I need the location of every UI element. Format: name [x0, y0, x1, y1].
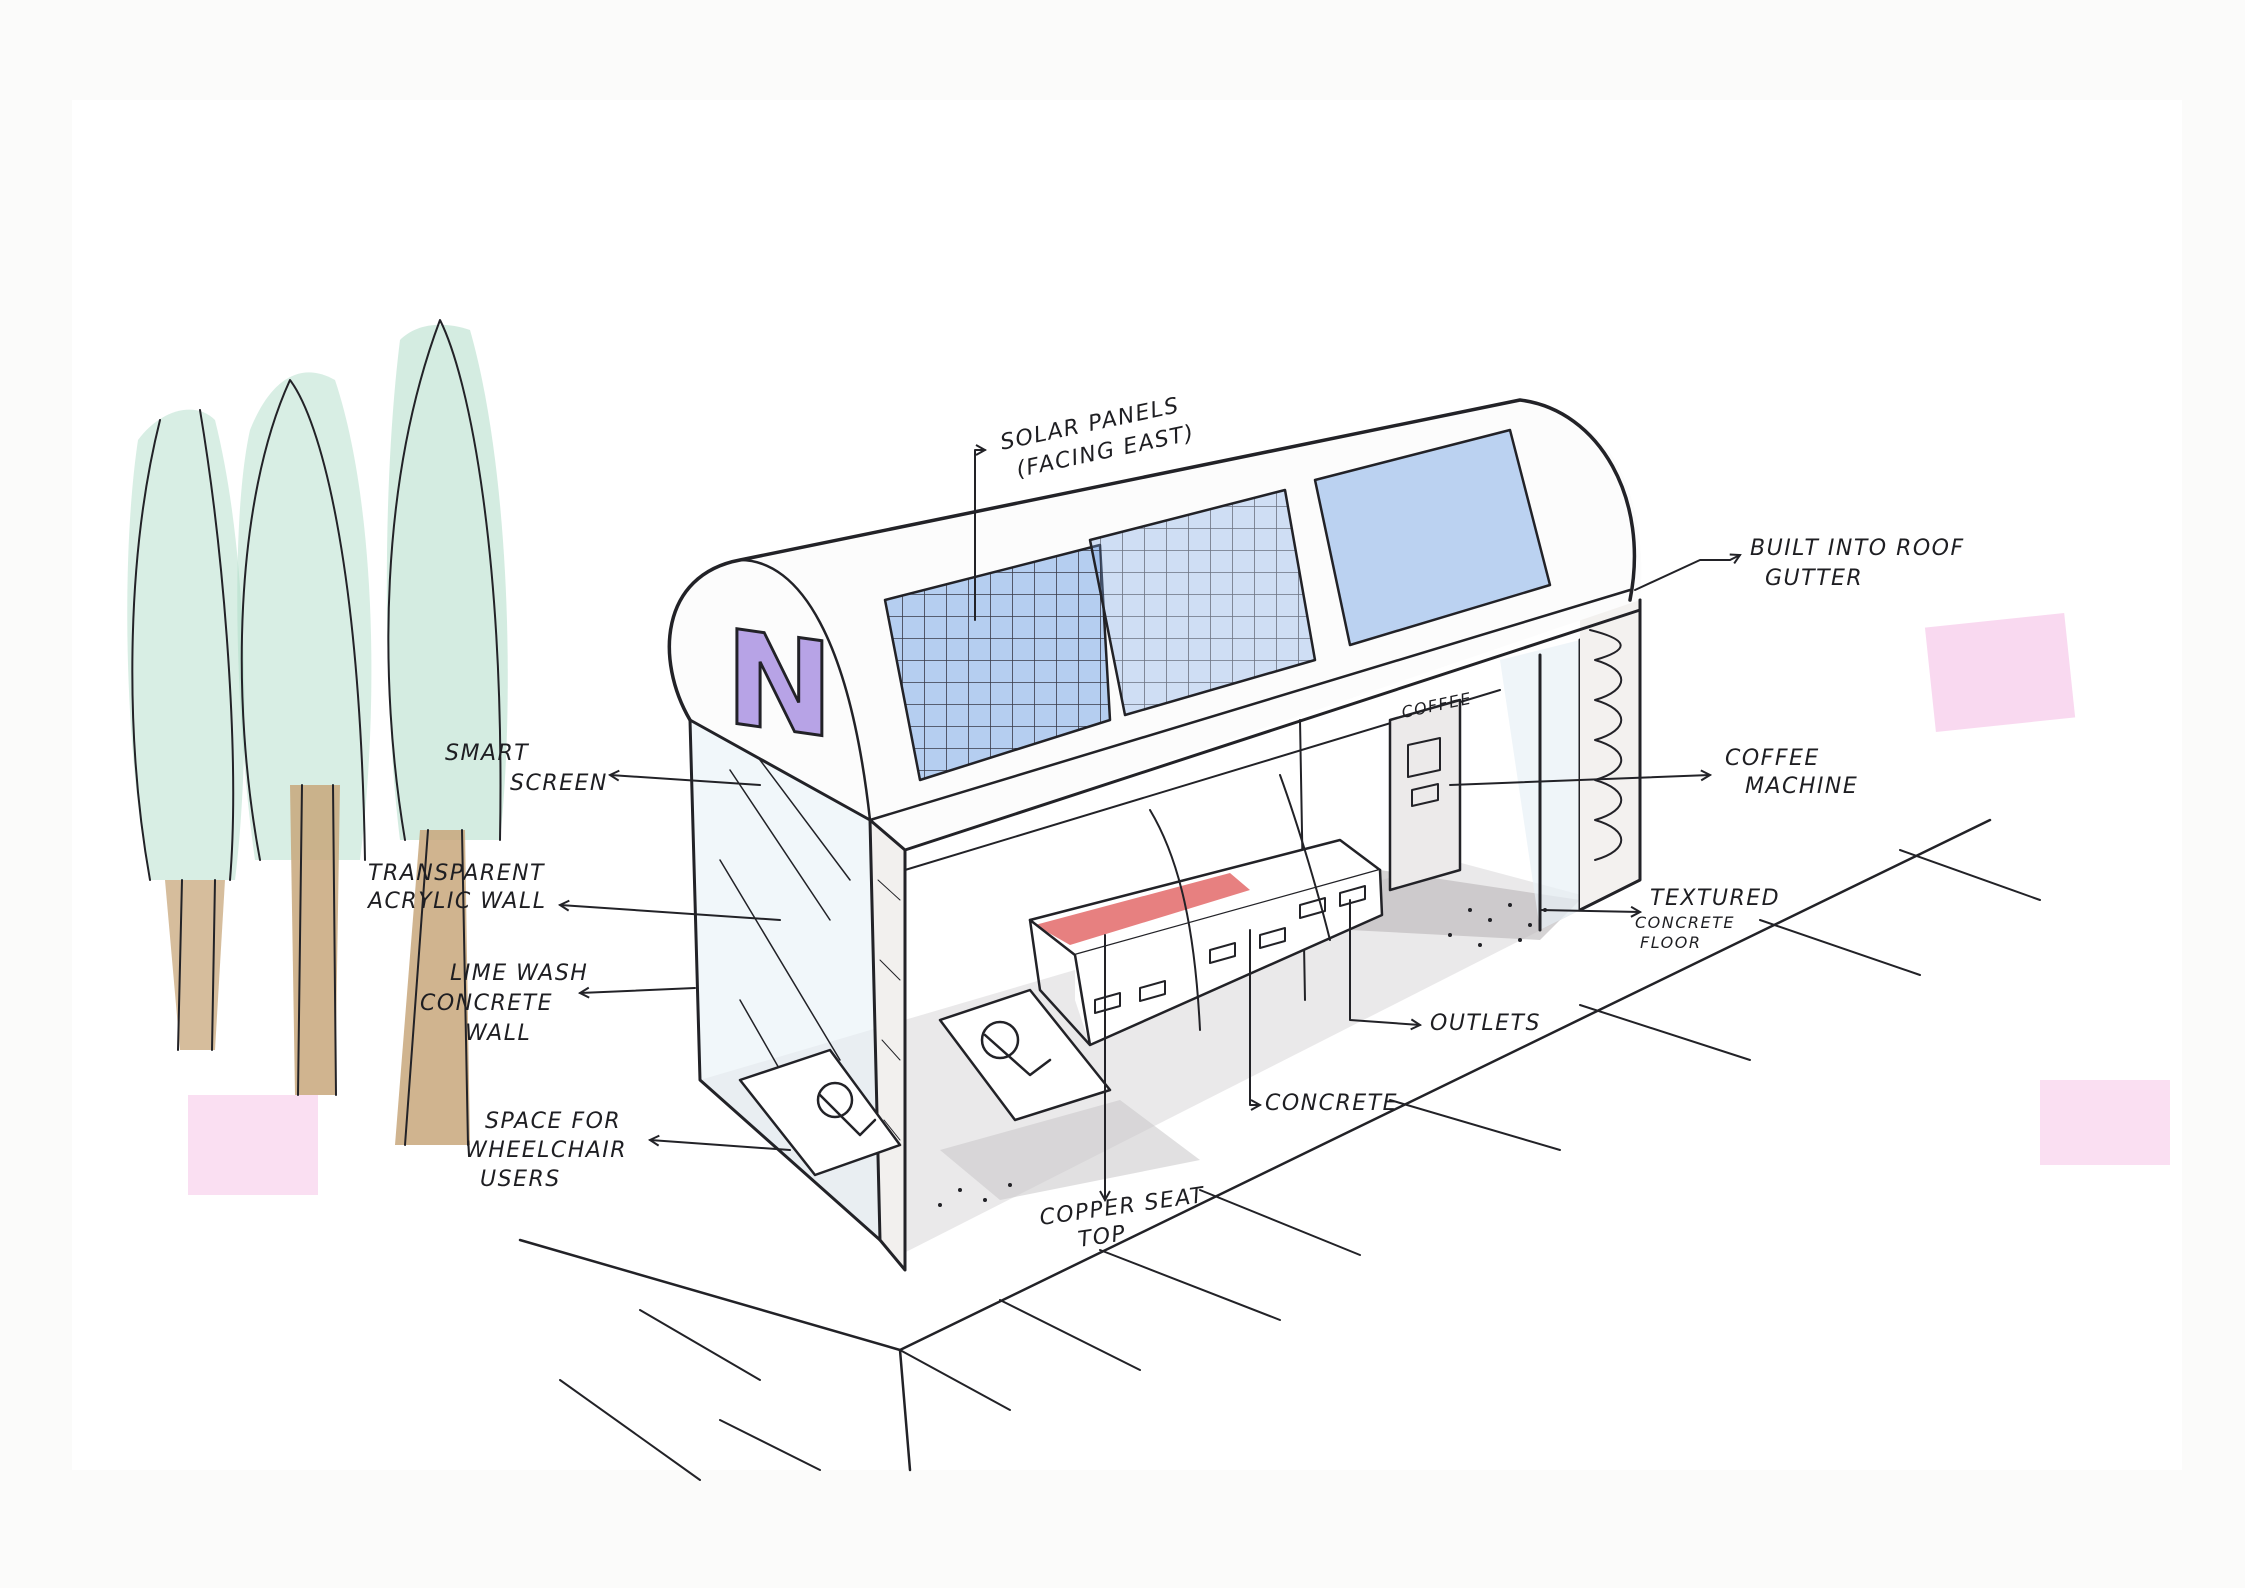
svg-text:SCREEN: SCREEN [510, 771, 608, 796]
svg-text:ACRYLIC WALL: ACRYLIC WALL [366, 889, 546, 914]
svg-text:BUILT INTO ROOF: BUILT INTO ROOF [1750, 536, 1965, 561]
svg-text:LIME WASH: LIME WASH [450, 961, 588, 986]
svg-text:TEXTURED: TEXTURED [1650, 886, 1780, 911]
svg-text:CONCRETE: CONCRETE [420, 991, 553, 1016]
svg-text:FLOOR: FLOOR [1640, 933, 1701, 952]
svg-text:COFFEE: COFFEE [1725, 746, 1820, 771]
trees [127, 320, 508, 1145]
label-outlets: OUTLETS [1430, 1011, 1541, 1036]
svg-text:GUTTER: GUTTER [1765, 566, 1863, 591]
sticky-note [2040, 1080, 2170, 1165]
svg-text:SMART: SMART [445, 741, 529, 766]
coffee-machine: COFFEE [1390, 688, 1474, 890]
textured-side-wall [1580, 600, 1640, 910]
svg-text:SPACE FOR: SPACE FOR [485, 1109, 621, 1134]
svg-text:TRANSPARENT: TRANSPARENT [368, 861, 545, 886]
svg-text:USERS: USERS [480, 1167, 561, 1192]
n-logo: N [725, 601, 834, 768]
sticky-note [188, 1095, 318, 1195]
svg-text:CONCRETE: CONCRETE [1635, 913, 1735, 932]
sticky-note [1925, 613, 2075, 732]
label-concrete: CONCRETE [1265, 1091, 1398, 1116]
logo-letter: N [725, 601, 834, 768]
svg-text:CONCRETE: CONCRETE [1265, 1091, 1398, 1116]
svg-text:OUTLETS: OUTLETS [1430, 1011, 1541, 1036]
svg-text:WALL: WALL [465, 1021, 531, 1046]
svg-text:WHEELCHAIR: WHEELCHAIR [465, 1138, 627, 1163]
svg-text:MACHINE: MACHINE [1745, 774, 1858, 799]
paper [72, 100, 2182, 1470]
